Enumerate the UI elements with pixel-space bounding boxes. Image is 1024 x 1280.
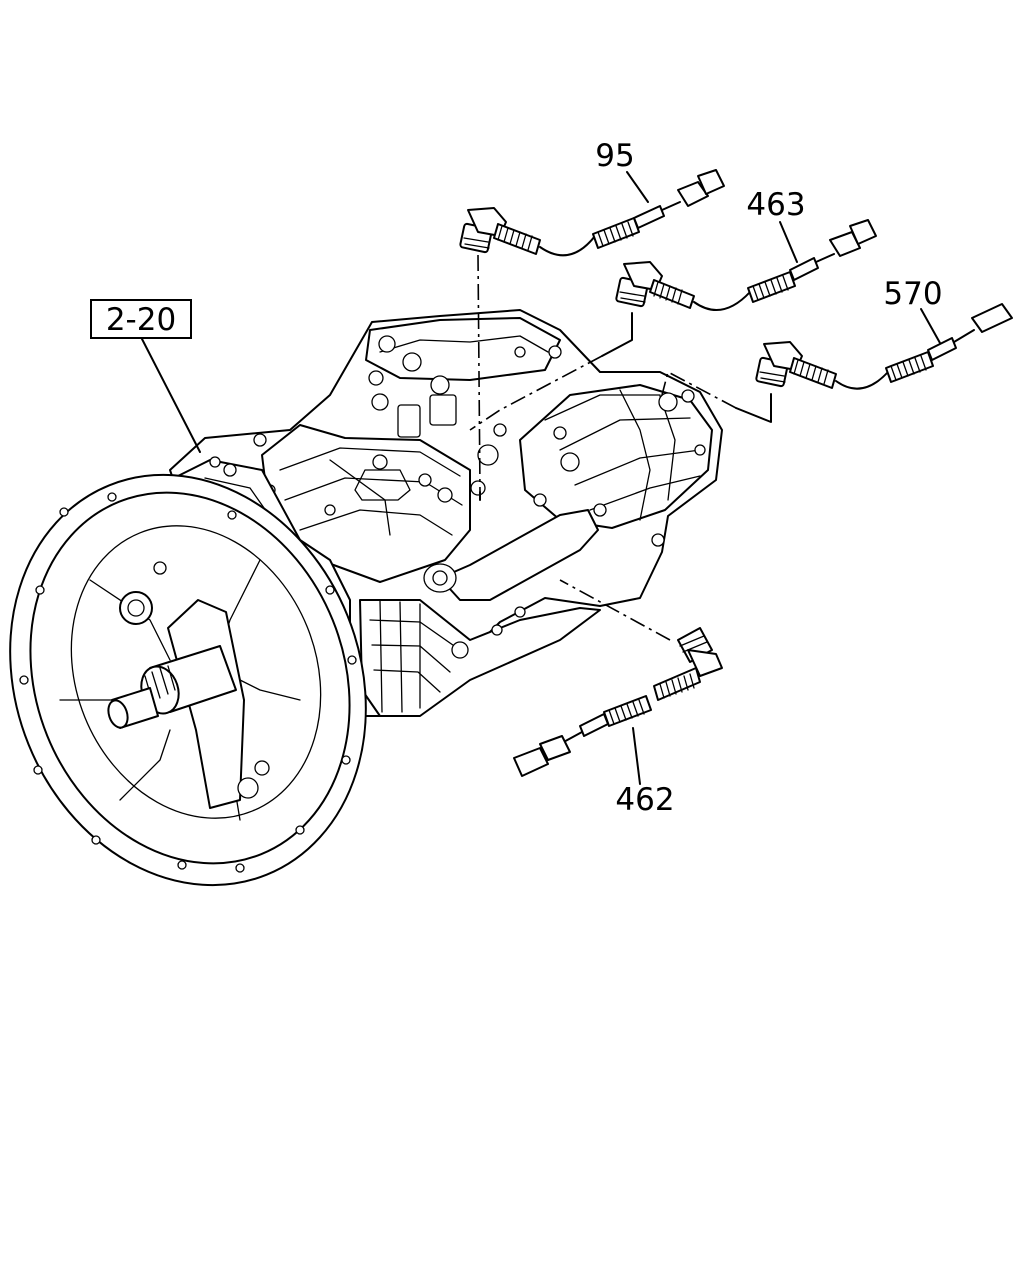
sensor-harness-95-icon xyxy=(459,169,725,257)
flange-bolts xyxy=(19,492,357,873)
sensor-harness-462-icon xyxy=(513,627,723,777)
callout-label-462[interactable]: 462 xyxy=(615,782,674,818)
sensor-harness-570-icon xyxy=(755,303,1013,390)
callout-label-463[interactable]: 463 xyxy=(746,187,805,223)
callout-label-570[interactable]: 570 xyxy=(883,276,942,312)
callout-ref-2-20[interactable]: 2-20 xyxy=(90,299,192,339)
callout-label-2-20: 2-20 xyxy=(106,302,176,338)
sensor-harness-463-icon xyxy=(615,219,877,311)
callout-label-95[interactable]: 95 xyxy=(595,138,634,174)
leader-lines xyxy=(141,171,941,785)
transmission-assembly-icon xyxy=(9,309,723,887)
installation-lines xyxy=(469,254,772,641)
